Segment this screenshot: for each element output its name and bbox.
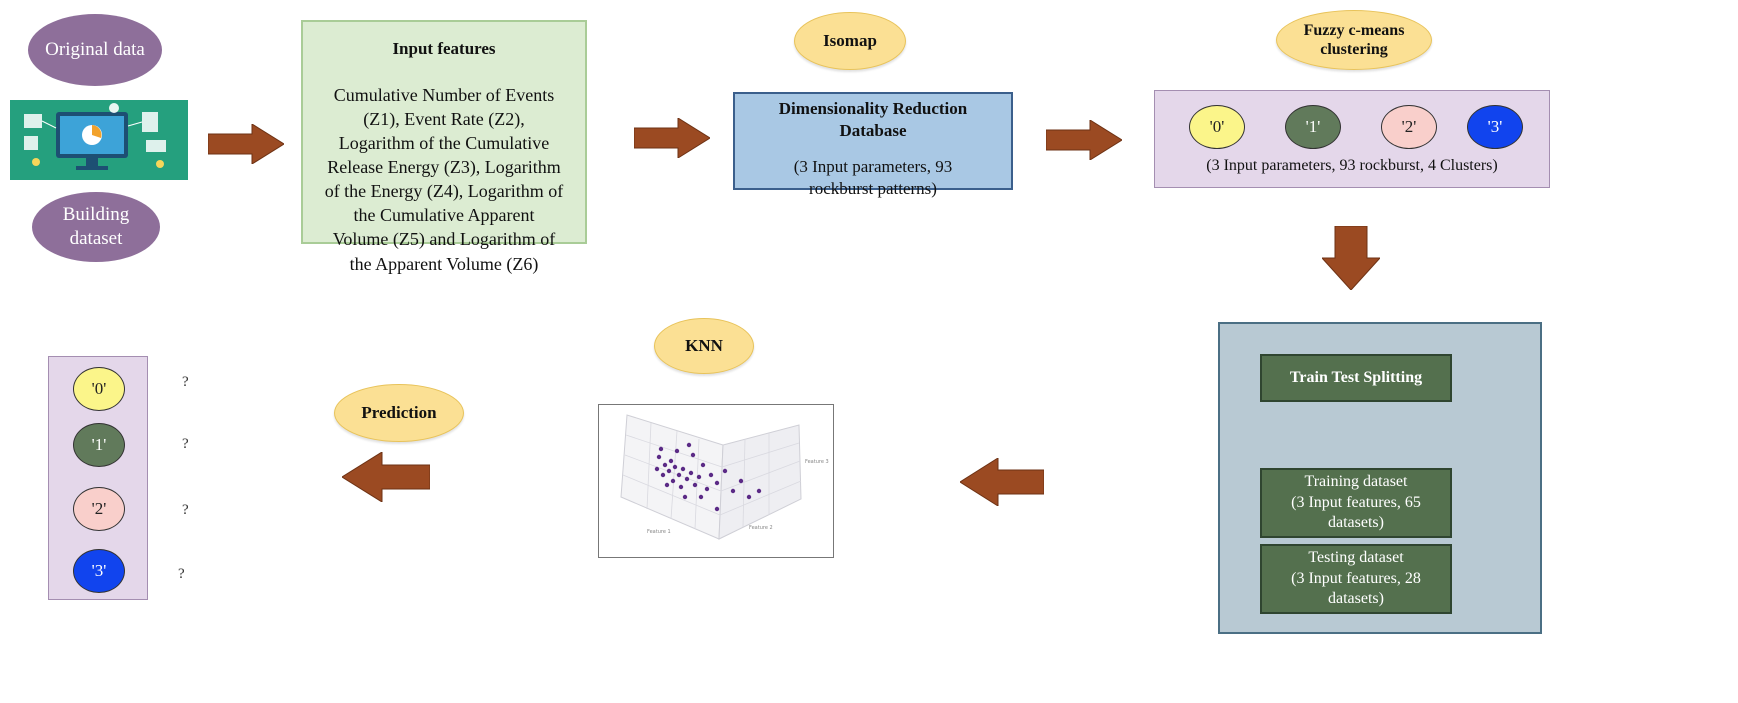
testing-dataset-line-2: (3 Input features, 28 (1291, 569, 1421, 587)
input-features-line-4: Release Energy (Z3), Logarithm (327, 157, 561, 178)
cluster-2-label: '2' (1401, 117, 1417, 136)
block-arrow-icon (208, 124, 284, 164)
cluster-0-circle: '0' (1189, 105, 1245, 149)
testing-dataset-line-3: datasets) (1328, 590, 1384, 608)
fuzzy-c-means-oval: Fuzzy c-means clustering (1276, 10, 1432, 70)
building-dataset-line-2: dataset (69, 228, 123, 249)
training-dataset-line-2: (3 Input features, 65 (1291, 493, 1421, 511)
predicted-cluster-2-label: '2' (91, 499, 107, 518)
block-arrow-icon (634, 118, 710, 158)
input-features-title: Input features (392, 39, 496, 58)
train-test-splitting-label: Train Test Splitting (1289, 368, 1423, 386)
input-features-line-8: the Apparent Volume (Z6) (349, 253, 539, 274)
input-features-box: Input features Cumulative Number of Even… (301, 20, 587, 274)
knn-label: KNN (685, 335, 723, 355)
predicted-cluster-3-circle: '3' (73, 549, 125, 593)
cluster-1-label: '1' (1305, 117, 1321, 136)
input-features-line-5: of the Energy (Z4), Logarithm of (324, 181, 564, 202)
prediction-oval: Prediction (334, 384, 464, 442)
cluster-3-circle: '3' (1467, 105, 1523, 149)
scatter-3d-plot-thumbnail: Feature 1 Feature 2 Feature 3 (598, 404, 834, 558)
clusters-caption: (3 Input parameters, 93 rockburst, 4 Clu… (1206, 157, 1498, 174)
block-arrow-icon (342, 452, 430, 502)
clusters-box: '0' '1' '2' '3' (3 Input parameters, 93 … (1154, 90, 1550, 188)
dimensionality-reduction-title-line-1: Dimensionality Reduction (778, 99, 968, 118)
predicted-cluster-0-circle: '0' (73, 367, 125, 411)
unknown-mark-0: ? (182, 374, 189, 390)
training-dataset-line-3: datasets) (1328, 514, 1384, 532)
knn-oval: KNN (654, 318, 754, 374)
cluster-2-circle: '2' (1381, 105, 1437, 149)
dimensionality-reduction-line-1: (3 Input parameters, 93 (793, 157, 953, 177)
unknown-mark-2: ? (182, 502, 189, 518)
fuzzy-c-means-line-1: Fuzzy c-means (1303, 21, 1405, 39)
unknown-mark-1: ? (182, 436, 189, 452)
original-data-oval: Original data (28, 14, 162, 86)
training-dataset-box: Training dataset (3 Input features, 65 d… (1260, 468, 1452, 538)
building-dataset-line-1: Building (62, 204, 130, 226)
cluster-3-label: '3' (1487, 117, 1503, 136)
train-test-splitting-box: Train Test Splitting (1260, 354, 1452, 402)
svg-text:Feature 1: Feature 1 (647, 529, 671, 535)
input-features-line-3: Logarithm of the Cumulative (338, 132, 550, 153)
input-features-line-1: Cumulative Number of Events (333, 84, 555, 105)
dimensionality-reduction-line-2: rockburst patterns) (809, 179, 937, 199)
dimensionality-reduction-title-line-2: Database (839, 121, 907, 141)
computer-data-illustration (10, 100, 188, 180)
isomap-label: Isomap (823, 30, 877, 50)
predicted-clusters-box: '0' '1' '2' '3' (48, 356, 148, 600)
isomap-oval: Isomap (794, 12, 906, 70)
input-features-line-7: Volume (Z5) and Logarithm of (332, 229, 556, 250)
predicted-cluster-1-label: '1' (91, 435, 107, 454)
predicted-cluster-2-circle: '2' (73, 487, 125, 531)
cluster-1-circle: '1' (1285, 105, 1341, 149)
building-dataset-oval: Building dataset (32, 192, 160, 262)
dimensionality-reduction-box: Dimensionality Reduction Database (3 Inp… (733, 92, 1013, 198)
prediction-label: Prediction (361, 402, 437, 422)
unknown-mark-3: ? (178, 566, 185, 582)
original-data-label: Original data (45, 39, 145, 61)
block-arrow-icon (1046, 120, 1122, 160)
predicted-cluster-1-circle: '1' (73, 423, 125, 467)
predicted-cluster-3-label: '3' (91, 561, 107, 580)
svg-text:Feature 2: Feature 2 (749, 525, 773, 531)
testing-dataset-line-1: Testing dataset (1308, 548, 1404, 566)
training-dataset-line-1: Training dataset (1304, 472, 1408, 490)
input-features-line-6: the Cumulative Apparent (353, 205, 535, 226)
dimensionality-reduction-title: Dimensionality Reduction Database (735, 98, 1011, 142)
svg-text:Feature 3: Feature 3 (805, 459, 829, 465)
scatter-3d-plot: Feature 1 Feature 2 Feature 3 (620, 414, 829, 540)
input-features-line-2: (Z1), Event Rate (Z2), (363, 108, 525, 129)
cluster-0-label: '0' (1209, 117, 1225, 136)
fuzzy-c-means-line-2: clustering (1320, 41, 1388, 58)
block-arrow-icon (960, 458, 1044, 506)
block-arrow-icon (1322, 226, 1380, 290)
testing-dataset-box: Testing dataset (3 Input features, 28 da… (1260, 544, 1452, 614)
train-test-split-panel-body: Train Test Splitting Training dataset (3… (1218, 322, 1542, 634)
computer-data-icon (10, 100, 188, 180)
predicted-cluster-0-label: '0' (91, 379, 107, 398)
